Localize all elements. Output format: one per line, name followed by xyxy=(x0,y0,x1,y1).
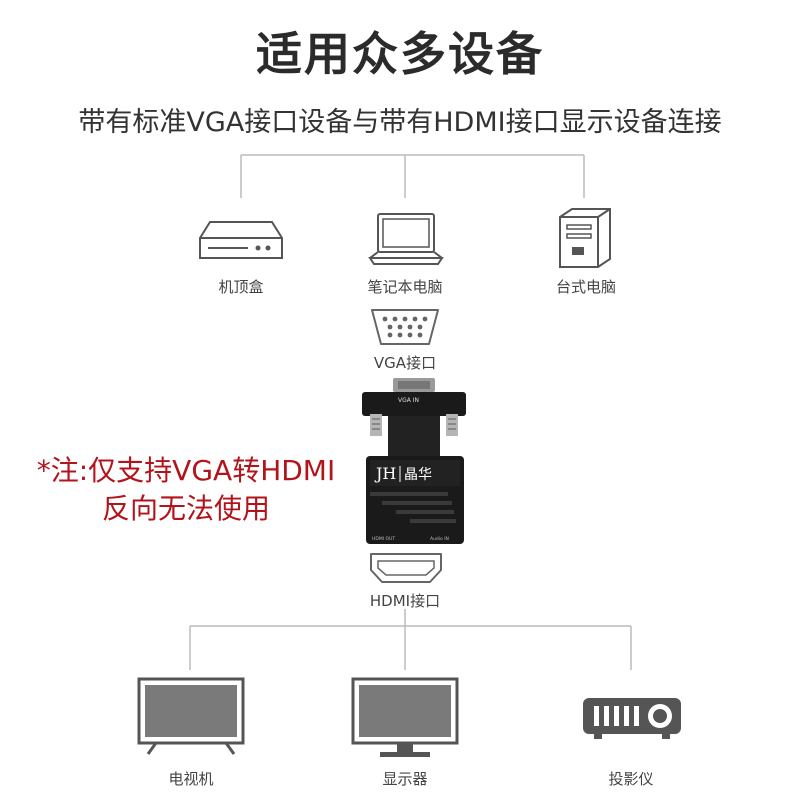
hdmi-port-label: HDMI接口 xyxy=(369,592,441,610)
display-label-projector: 投影仪 xyxy=(608,770,654,788)
source-label-desktop: 台式电脑 xyxy=(555,278,616,296)
vga-to-hdmi-adapter-image: VGA IN JH 晶华 HDMI OUT Audio IN xyxy=(362,378,466,544)
tv-icon xyxy=(137,677,245,755)
desktop-pc-icon xyxy=(559,208,611,268)
display-label-tv: 电视机 xyxy=(168,770,214,788)
laptop-icon xyxy=(368,213,444,265)
projector-icon xyxy=(583,698,681,739)
source-label-laptop: 笔记本电脑 xyxy=(367,278,443,296)
vga-port-icon xyxy=(371,309,439,345)
note-line-2: 反向无法使用 xyxy=(101,492,270,525)
adapter-hdmi-out-text: HDMI OUT xyxy=(372,536,395,542)
hdmi-port-icon xyxy=(370,553,442,583)
adapter-brand-latin: JH xyxy=(374,464,396,483)
page-title: 适用众多设备 xyxy=(256,27,544,81)
vga-port-label: VGA接口 xyxy=(373,354,437,372)
set-top-box-icon xyxy=(199,221,283,259)
note-line-1: *注:仅支持VGA转HDMI xyxy=(36,454,336,487)
adapter-vga-in-text: VGA IN xyxy=(398,397,419,404)
adapter-audio-in-text: Audio IN xyxy=(430,536,449,542)
monitor-icon xyxy=(351,677,459,757)
source-label-set-top-box: 机顶盒 xyxy=(218,278,264,296)
page-subtitle: 带有标准VGA接口设备与带有HDMI接口显示设备连接 xyxy=(78,107,722,138)
display-label-monitor: 显示器 xyxy=(382,770,428,788)
adapter-brand-cn: 晶华 xyxy=(404,467,432,483)
